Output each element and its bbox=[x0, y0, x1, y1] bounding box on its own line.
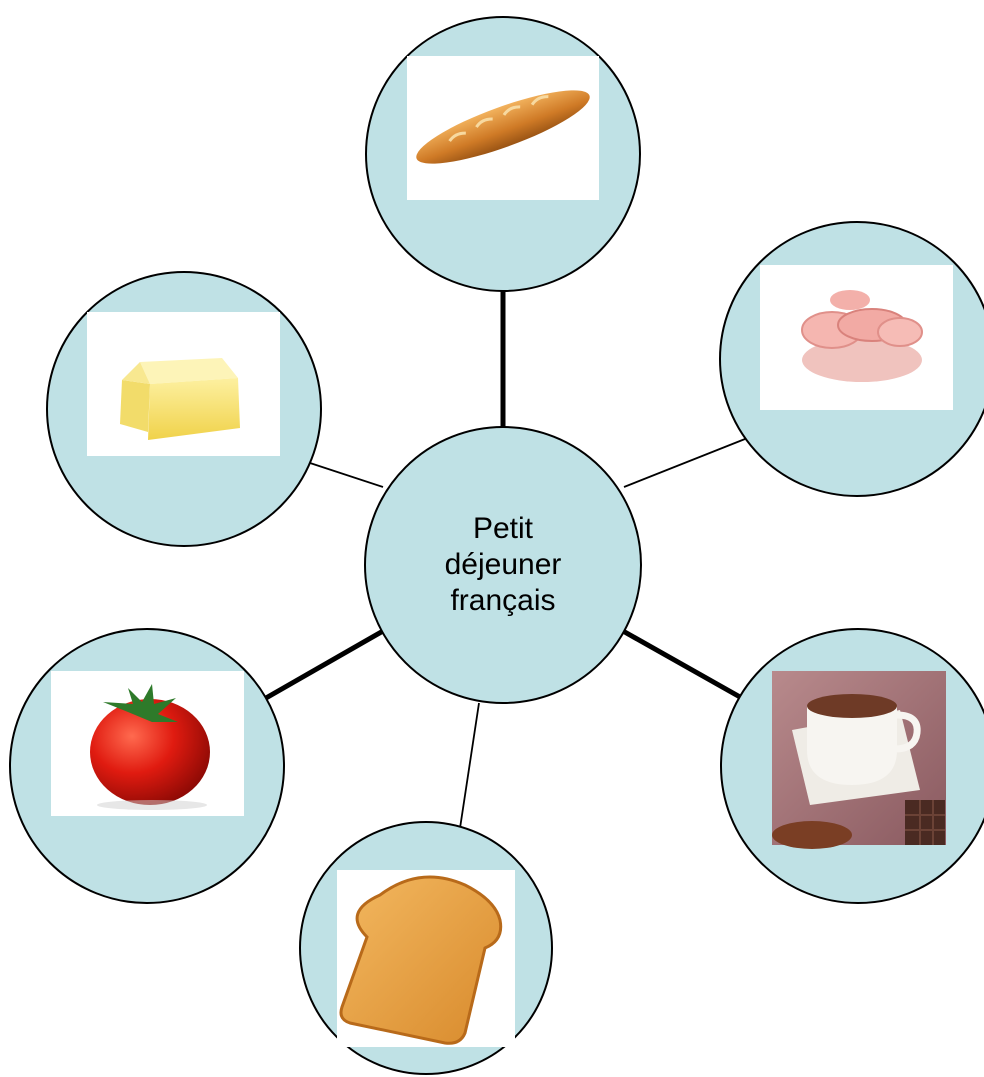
connector-ham bbox=[623, 438, 746, 488]
connectors bbox=[264, 289, 746, 849]
node-baguette bbox=[365, 16, 641, 292]
tomato-icon bbox=[90, 684, 210, 810]
center-hub-label: Petit déjeuner français bbox=[365, 427, 641, 703]
connector-toast bbox=[456, 702, 480, 849]
center-label-line-3: français bbox=[450, 584, 556, 617]
hot-chocolate-cup-icon bbox=[772, 694, 945, 849]
ham-slices-icon bbox=[801, 290, 923, 382]
node-tomato bbox=[9, 628, 285, 904]
butter-block-icon bbox=[120, 358, 240, 440]
connector-hot-chocolate bbox=[621, 628, 742, 700]
center-hub-circle bbox=[364, 426, 642, 704]
baguette-icon bbox=[416, 90, 590, 164]
center-label-line-2: déjeuner bbox=[444, 548, 562, 581]
toast-slice-icon bbox=[339, 875, 503, 1045]
connector-tomato bbox=[264, 628, 385, 701]
node-hot-chocolate bbox=[720, 628, 984, 904]
node-butter bbox=[46, 271, 322, 547]
connector-butter bbox=[309, 462, 384, 488]
node-ham bbox=[719, 221, 984, 497]
center-label-line-1: Petit bbox=[472, 512, 534, 545]
node-toast bbox=[299, 821, 553, 1075]
